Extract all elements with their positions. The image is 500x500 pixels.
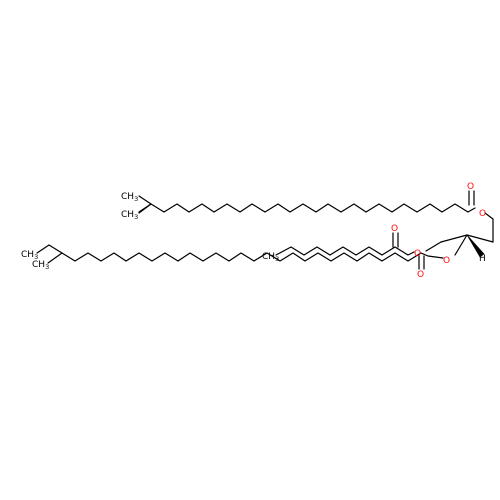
bottom-branch-methyl — [47, 252, 63, 264]
bottom-acyl-chain — [36, 244, 444, 270]
bottom-ester-o-bond — [427, 255, 444, 259]
top-acyl-chain — [138, 190, 494, 220]
bottom-branch-methyl-label: CH3 — [32, 260, 49, 271]
bottom-ethyl-methyl-label: CH3 — [21, 250, 38, 261]
middle-ester-oxygen-label: O — [414, 249, 421, 259]
top-methyl-lower-label: CH3 — [121, 210, 138, 221]
bottom-ester-oxygen-label: O — [443, 256, 450, 266]
glycerol-c2-o — [454, 234, 468, 256]
top-branch-upper — [138, 195, 152, 205]
bottom-ethyl-bond — [36, 244, 50, 254]
middle-chain-bonds — [275, 246, 415, 256]
middle-methyl-label: CH3 — [262, 252, 279, 263]
top-ester-o-bond — [484, 212, 494, 220]
middle-acyl-chain — [275, 232, 415, 256]
top-methyl-upper-label: CH3 — [121, 192, 138, 203]
top-carbonyl-oxygen-label: O — [467, 182, 474, 192]
glycerol-c2-c3 — [440, 234, 468, 243]
bottom-chain-bonds — [48, 244, 429, 262]
top-branch-lower — [138, 203, 152, 214]
top-ester-oxygen-label: O — [479, 209, 486, 219]
stereo-wedge-bond — [466, 234, 485, 258]
top-chain-bonds — [138, 203, 476, 213]
middle-carbonyl-oxygen-label: O — [391, 224, 398, 234]
bottom-carbonyl-oxygen-label: O — [417, 270, 424, 280]
stereo-hydrogen-label: H — [479, 254, 486, 264]
glycerol-backbone — [425, 218, 494, 258]
glycerol-c1-c2 — [466, 234, 494, 243]
glycerol-c3-o — [425, 241, 442, 252]
